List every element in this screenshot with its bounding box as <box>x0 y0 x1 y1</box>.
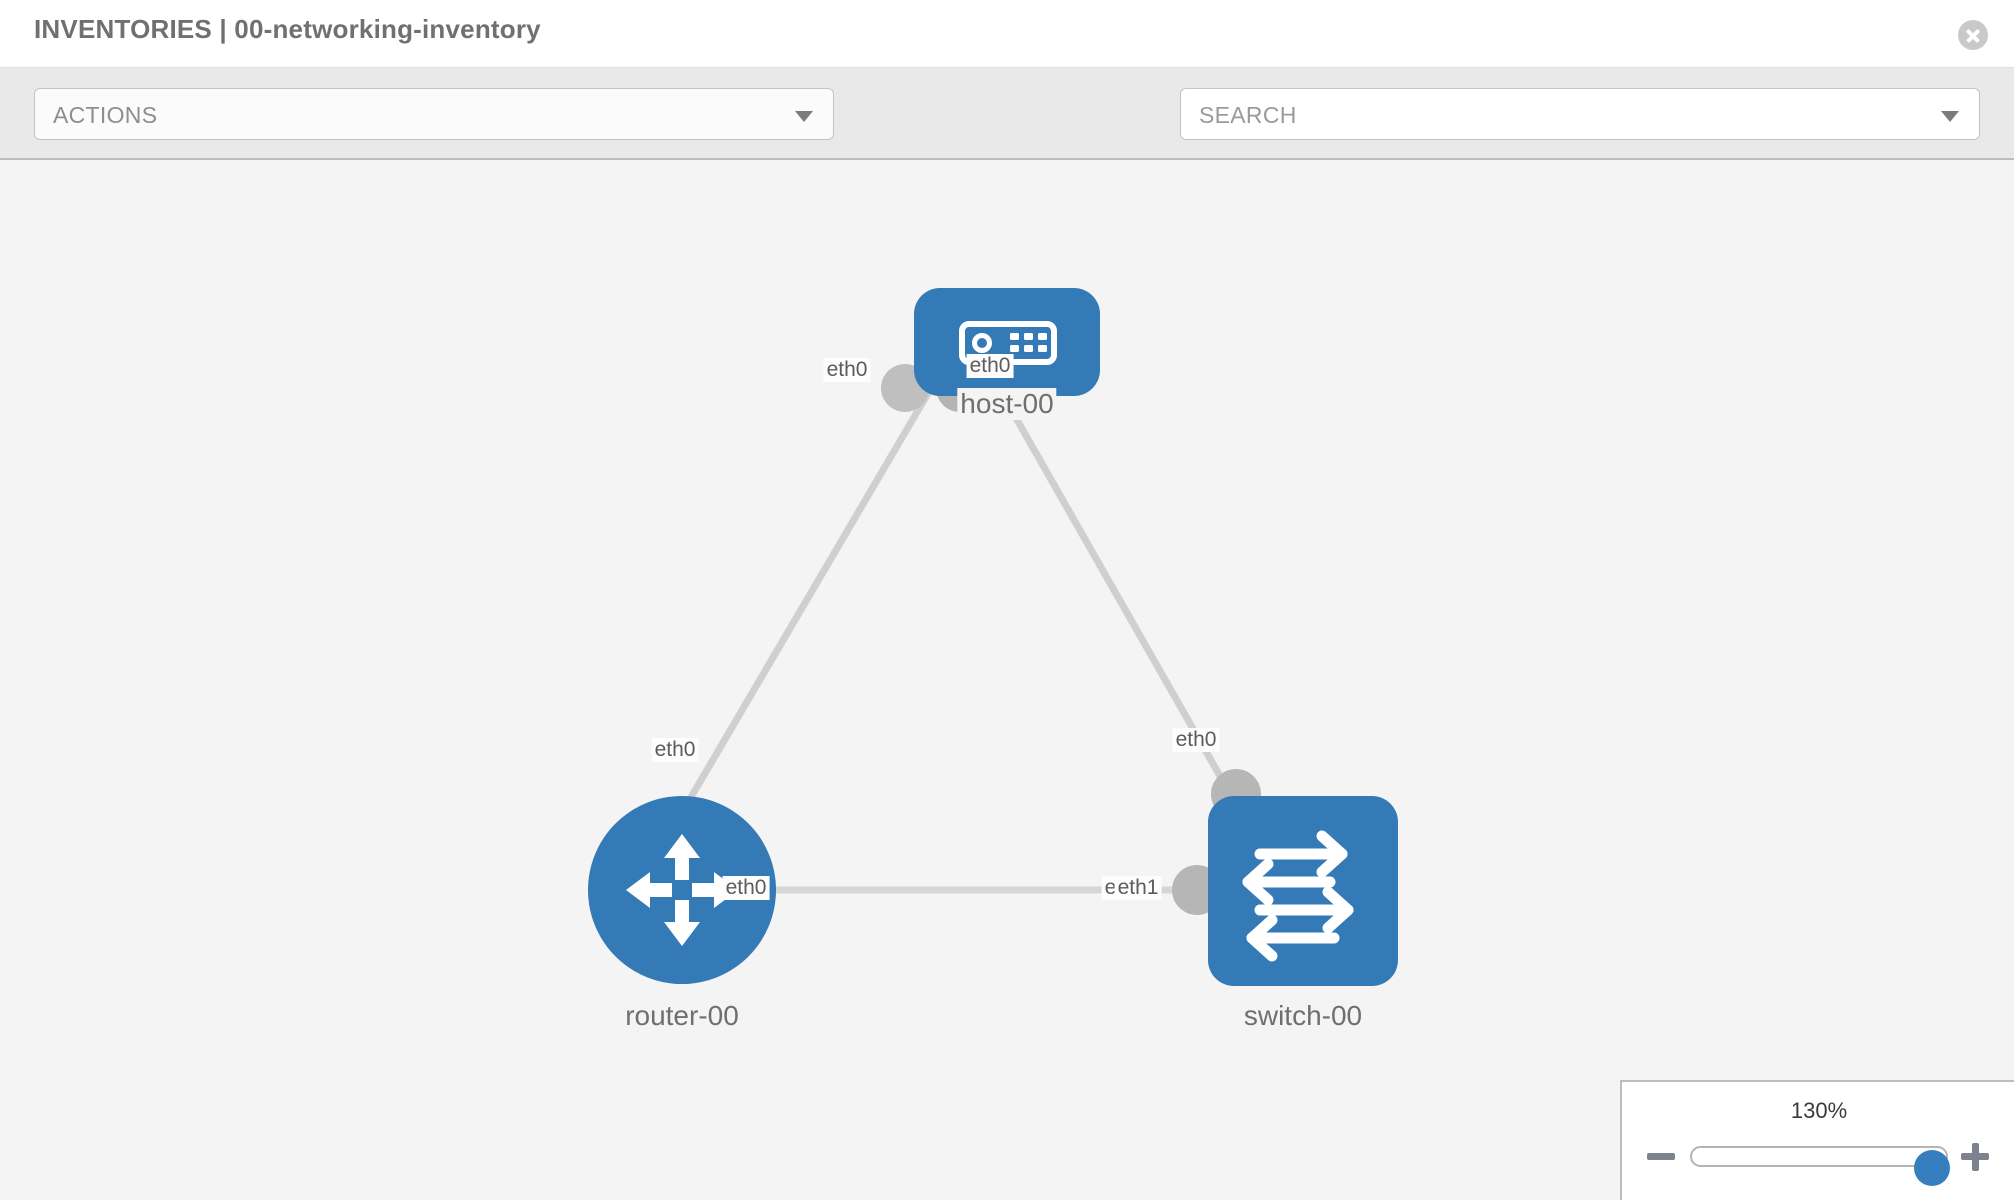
window-header: INVENTORIES | 00-networking-inventory <box>0 0 2014 68</box>
zoom-out-button[interactable] <box>1644 1140 1678 1172</box>
iface-label-host00-eth0-left: eth0 <box>823 358 871 382</box>
zoom-slider[interactable] <box>1690 1146 1950 1186</box>
actions-dropdown-label: ACTIONS <box>53 102 158 128</box>
iface-label-host00-eth0-right: eth0 <box>966 354 1014 378</box>
link-host00-router00[interactable] <box>656 388 934 852</box>
server-icon <box>959 321 1057 365</box>
node-host-00-shape <box>914 288 1100 396</box>
node-label-router-00: router-00 <box>622 1000 742 1032</box>
actions-dropdown[interactable]: ACTIONS <box>34 88 834 140</box>
zoom-slider-row <box>1622 1136 2014 1186</box>
topology-canvas[interactable]: host-00 router-00 switch-00 eth0 eth0 et… <box>0 160 2014 1200</box>
node-switch-00[interactable] <box>1208 796 1398 986</box>
iface-label-router00-eth0-uplink: eth0 <box>651 738 699 762</box>
router-arrows-icon <box>626 834 738 946</box>
toolbar: ACTIONS SEARCH <box>0 68 2014 195</box>
iface-label-router00-eth0: eth0 <box>722 876 770 900</box>
chevron-down-icon <box>795 111 813 122</box>
node-switch-00-shape <box>1208 796 1398 986</box>
search-placeholder: SEARCH <box>1199 102 1297 128</box>
zoom-level-value: 130% <box>1790 1098 1848 1123</box>
chevron-down-icon[interactable] <box>1941 111 1959 122</box>
iface-label-switch00-eth0-uplink: eth0 <box>1172 728 1220 752</box>
switch-arrows-icon <box>1242 830 1354 962</box>
close-icon[interactable] <box>1958 20 1988 50</box>
page-title: INVENTORIES | 00-networking-inventory <box>34 14 541 44</box>
zoom-slider-thumb[interactable] <box>1914 1150 1950 1186</box>
zoom-in-button[interactable] <box>1958 1140 1992 1172</box>
link-host00-switch00[interactable] <box>996 388 1249 822</box>
zoom-control-panel: 130% <box>1620 1080 2014 1200</box>
node-label-switch-00: switch-00 <box>1240 1000 1366 1032</box>
node-label-host-00: host-00 <box>957 388 1057 420</box>
search-input[interactable]: SEARCH <box>1180 88 1980 140</box>
node-host-00[interactable] <box>914 288 1100 396</box>
iface-label-switch00-eth1: eth1 <box>1114 876 1162 900</box>
